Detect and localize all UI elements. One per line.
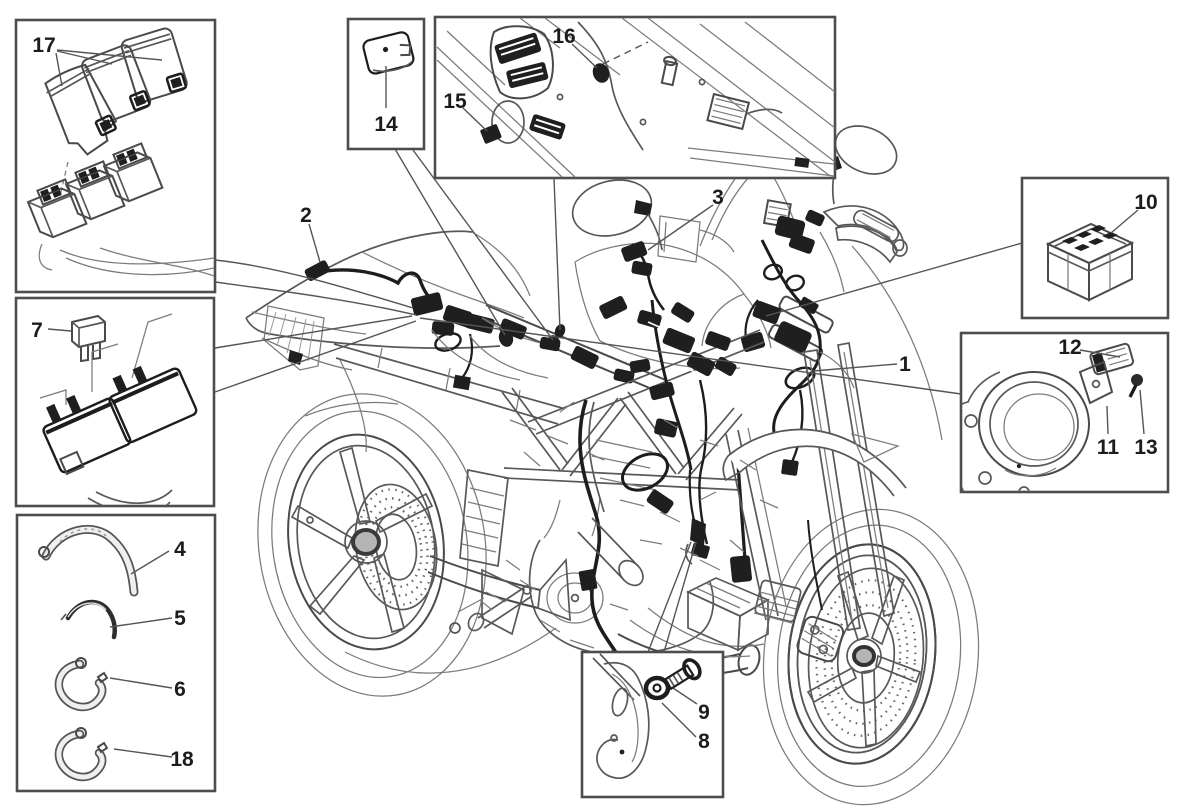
- svg-text:16: 16: [552, 25, 575, 48]
- svg-text:1: 1: [899, 353, 911, 376]
- svg-text:12: 12: [1058, 336, 1081, 359]
- svg-text:2: 2: [300, 204, 312, 227]
- svg-text:4: 4: [174, 538, 186, 561]
- svg-text:14: 14: [374, 113, 398, 136]
- svg-text:5: 5: [174, 607, 186, 630]
- svg-text:10: 10: [1134, 191, 1157, 214]
- svg-text:8: 8: [698, 730, 710, 753]
- svg-text:3: 3: [712, 186, 724, 209]
- svg-text:17: 17: [32, 34, 55, 57]
- svg-text:15: 15: [443, 90, 467, 113]
- svg-text:11: 11: [1097, 436, 1120, 459]
- svg-text:7: 7: [31, 319, 43, 342]
- svg-text:9: 9: [698, 701, 710, 724]
- svg-text:13: 13: [1134, 436, 1157, 459]
- svg-text:18: 18: [170, 748, 194, 771]
- svg-text:6: 6: [174, 678, 186, 701]
